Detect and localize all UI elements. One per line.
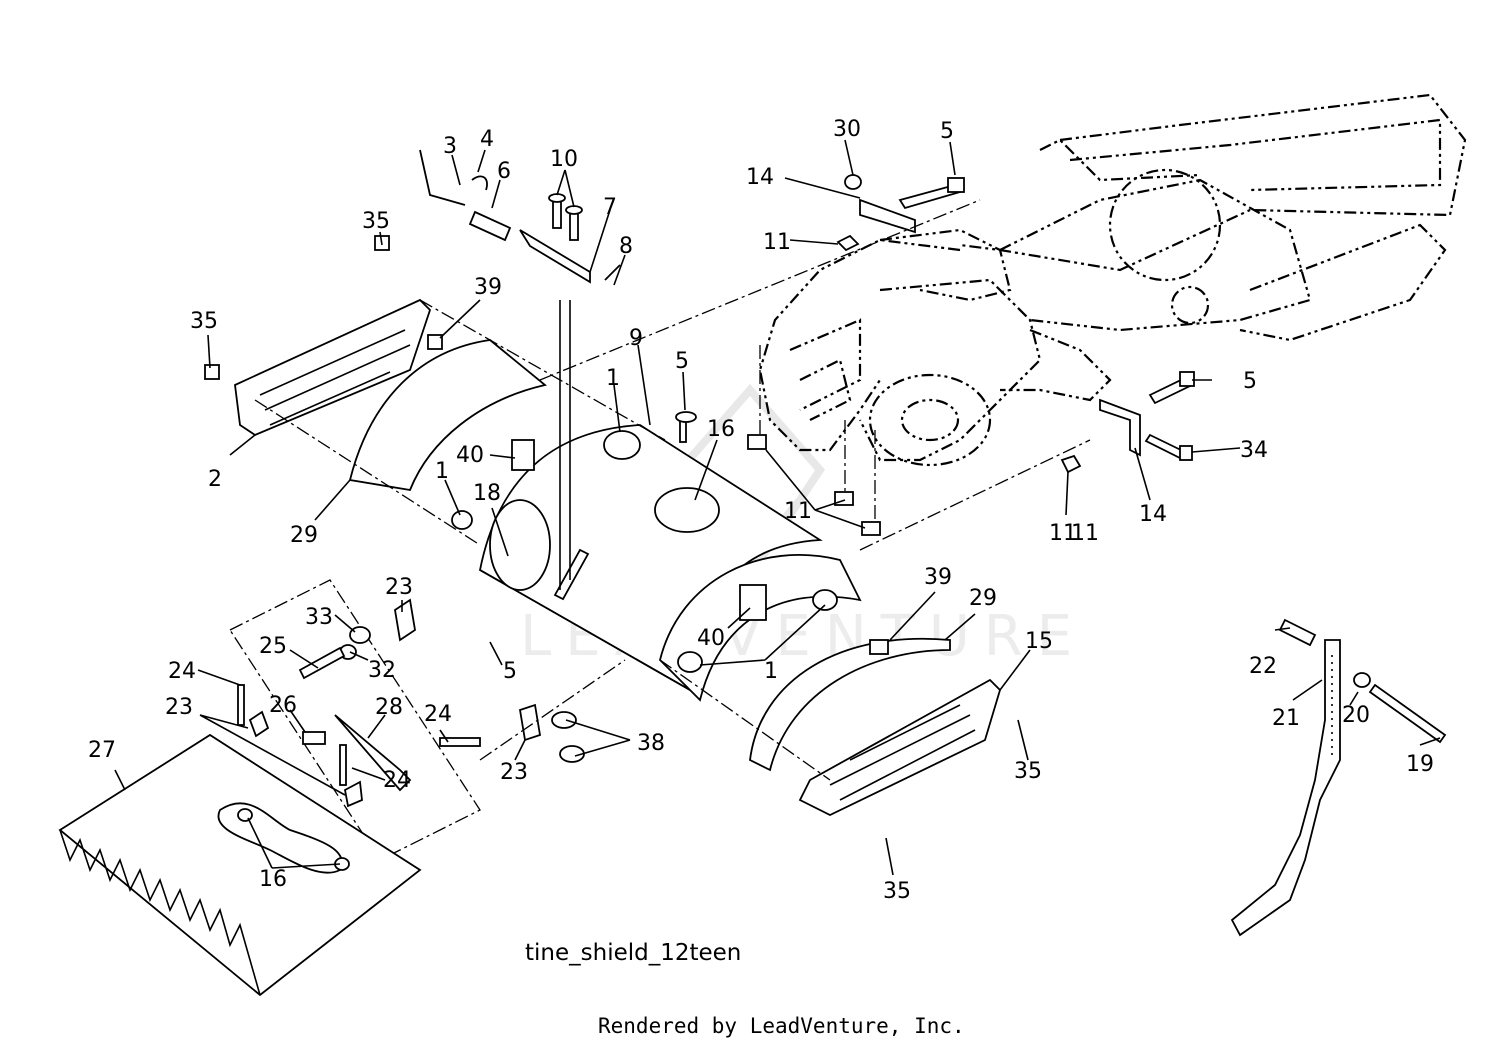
callout-label: 18 — [473, 481, 501, 506]
callout-label: 2 — [208, 467, 222, 492]
callout-label: 1 — [435, 459, 449, 484]
callout-label: 14 — [1139, 502, 1167, 527]
callout-label: 24 — [168, 659, 196, 684]
callout-label: 6 — [497, 159, 511, 184]
callout-label: 10 — [550, 147, 578, 172]
callout-label: 3 — [443, 134, 457, 159]
callout-label: 26 — [269, 693, 297, 718]
callout-label: 23 — [500, 760, 528, 785]
callout-label: 24 — [424, 702, 452, 727]
callout-label: 35 — [190, 309, 218, 334]
callout-label: 40 — [456, 443, 484, 468]
depth-stake-linkage — [419, 149, 621, 284]
rubber-flap — [58, 733, 422, 997]
callout-label: 33 — [305, 605, 333, 630]
callout-label: 9 — [629, 326, 643, 351]
left-shield-assembly — [204, 235, 547, 530]
callout-label: 34 — [1240, 438, 1268, 463]
right-shield-assembly — [659, 554, 1002, 817]
callout-label: 16 — [707, 417, 735, 442]
callout-label: 39 — [474, 275, 502, 300]
callout-label: 35 — [883, 879, 911, 904]
callout-label: 28 — [375, 695, 403, 720]
callout-label: 35 — [362, 209, 390, 234]
upper-bracket-hardware — [836, 174, 965, 252]
callout-label: 19 — [1406, 752, 1434, 777]
callout-label: 1 — [764, 659, 778, 684]
diagram-caption: tine_shield_12teen — [525, 940, 741, 966]
callout-label: 4 — [480, 127, 494, 152]
callout-label: 23 — [165, 695, 193, 720]
callout-label: 5 — [675, 349, 689, 374]
callout-label: 38 — [637, 731, 665, 756]
callout-label: 29 — [290, 523, 318, 548]
leader-lines — [114, 139, 1441, 876]
footer-credit: Rendered by LeadVenture, Inc. — [598, 1014, 965, 1038]
alignment-lines — [254, 199, 1091, 781]
callout-label: 11 — [784, 499, 812, 524]
callout-label: 30 — [833, 117, 861, 142]
callout-label: 22 — [1249, 654, 1277, 679]
callout-label: 39 — [924, 565, 952, 590]
callout-label: 15 — [1025, 629, 1053, 654]
callout-label: 5 — [503, 659, 517, 684]
callout-label: 8 — [619, 234, 633, 259]
callout-label: 23 — [385, 575, 413, 600]
callout-label: 11 — [1049, 521, 1077, 546]
callout-label: 27 — [88, 738, 116, 763]
callout-labels: 30 5 14 11 3 4 6 10 7 8 35 39 35 9 5 16 … — [88, 117, 1434, 904]
callout-label: 32 — [368, 658, 396, 683]
callout-label: 35 — [1014, 759, 1042, 784]
callout-label: 11 — [1071, 521, 1099, 546]
callout-label: 7 — [603, 195, 617, 220]
callout-label: 29 — [969, 586, 997, 611]
callout-label: 5 — [940, 119, 954, 144]
callout-label: 14 — [746, 165, 774, 190]
callout-label: 11 — [763, 230, 791, 255]
callout-label: 21 — [1272, 706, 1300, 731]
callout-label: 25 — [259, 634, 287, 659]
depth-stake — [1230, 618, 1447, 937]
callout-label: 40 — [697, 626, 725, 651]
callout-label: 5 — [1243, 369, 1257, 394]
callout-label: 1 — [606, 366, 620, 391]
callout-label: 16 — [259, 867, 287, 892]
transmission-housing — [758, 93, 1467, 530]
callout-label: 20 — [1342, 703, 1370, 728]
callout-label: 24 — [383, 768, 411, 793]
lower-bracket-hardware — [747, 371, 1195, 536]
